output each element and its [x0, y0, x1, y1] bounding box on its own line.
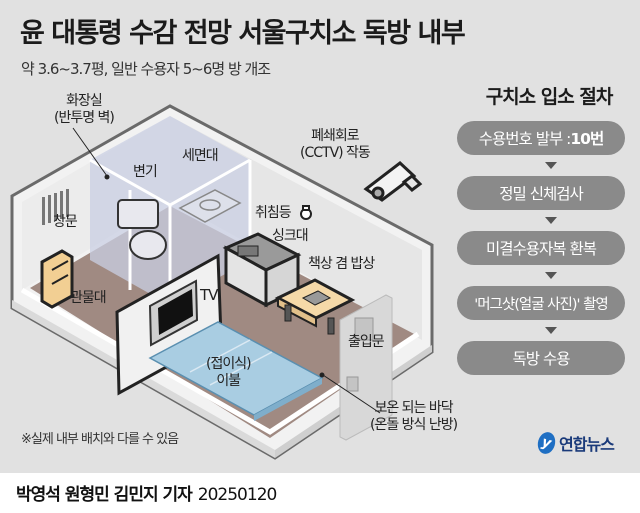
washbasin-icon [178, 189, 242, 223]
label-shelf: 관물대 [70, 290, 107, 306]
yonhap-logo: y 연합뉴스 [535, 430, 615, 456]
arrow-down-icon [545, 162, 557, 169]
admission-procedure: 구치소 입소 절차 수용번호 발부 : 10번 정밀 신체검사 미결수용자복 환… [453, 82, 639, 375]
label-toilet: 변기 [133, 164, 158, 180]
label-heated-floor: 보온 되는 바닥 (온돌 방식 난방) [370, 400, 458, 433]
page-subtitle: 약 3.6~3.7평, 일반 수용자 5~6명 방 개조 [21, 60, 271, 78]
leader-lines [72, 127, 381, 414]
cell-room-diagram [10, 104, 434, 460]
logo-text: 연합뉴스 [559, 435, 615, 454]
procedure-step-1: 수용번호 발부 : 10번 [457, 121, 625, 155]
label-tv: TV [200, 286, 218, 304]
procedure-step-2: 정밀 신체검사 [457, 176, 625, 210]
label-cctv: 폐쇄회로 (CCTV) 작동 [300, 128, 371, 161]
disclaimer-note: ※실제 내부 배치와 다를 수 있음 [21, 432, 179, 447]
label-sink: 싱크대 [272, 228, 309, 244]
label-washbasin: 세면대 [182, 148, 219, 164]
bedding-icon [148, 321, 324, 421]
page-title: 윤 대통령 수감 전망 서울구치소 독방 내부 [20, 18, 466, 49]
label-desk: 책상 겸 밥상 [308, 256, 375, 272]
desk-icon [274, 278, 356, 335]
label-window: 창문 [53, 214, 78, 230]
cctv-camera-icon [363, 161, 423, 202]
night-light-icon [300, 205, 312, 220]
door-icon [339, 294, 393, 441]
tv-icon [148, 279, 199, 347]
procedure-step-3: 미결수용자복 환복 [457, 231, 625, 265]
arrow-down-icon [545, 327, 557, 334]
window-bars-icon [42, 189, 69, 225]
procedure-title: 구치소 입소 절차 [485, 86, 614, 108]
shelf-icon [40, 249, 74, 309]
toilet-icon [117, 199, 167, 260]
yonhap-logo-icon: y [535, 430, 558, 456]
arrow-down-icon [545, 217, 557, 224]
label-bedding: (접이식) 이불 [206, 356, 252, 389]
procedure-step-5: 독방 수용 [457, 341, 625, 375]
label-toilet-room: 화장실 (반투명 벽) [54, 93, 115, 126]
procedure-step-4: '머그샷(얼굴 사진)' 촬영 [457, 286, 625, 320]
byline-date: 20250120 [197, 485, 278, 505]
arrow-down-icon [545, 272, 557, 279]
label-door: 출입문 [348, 334, 385, 350]
byline-authors: 박영석 원형민 김민지 기자 [16, 485, 193, 505]
label-night-light: 취침등 [255, 205, 292, 221]
